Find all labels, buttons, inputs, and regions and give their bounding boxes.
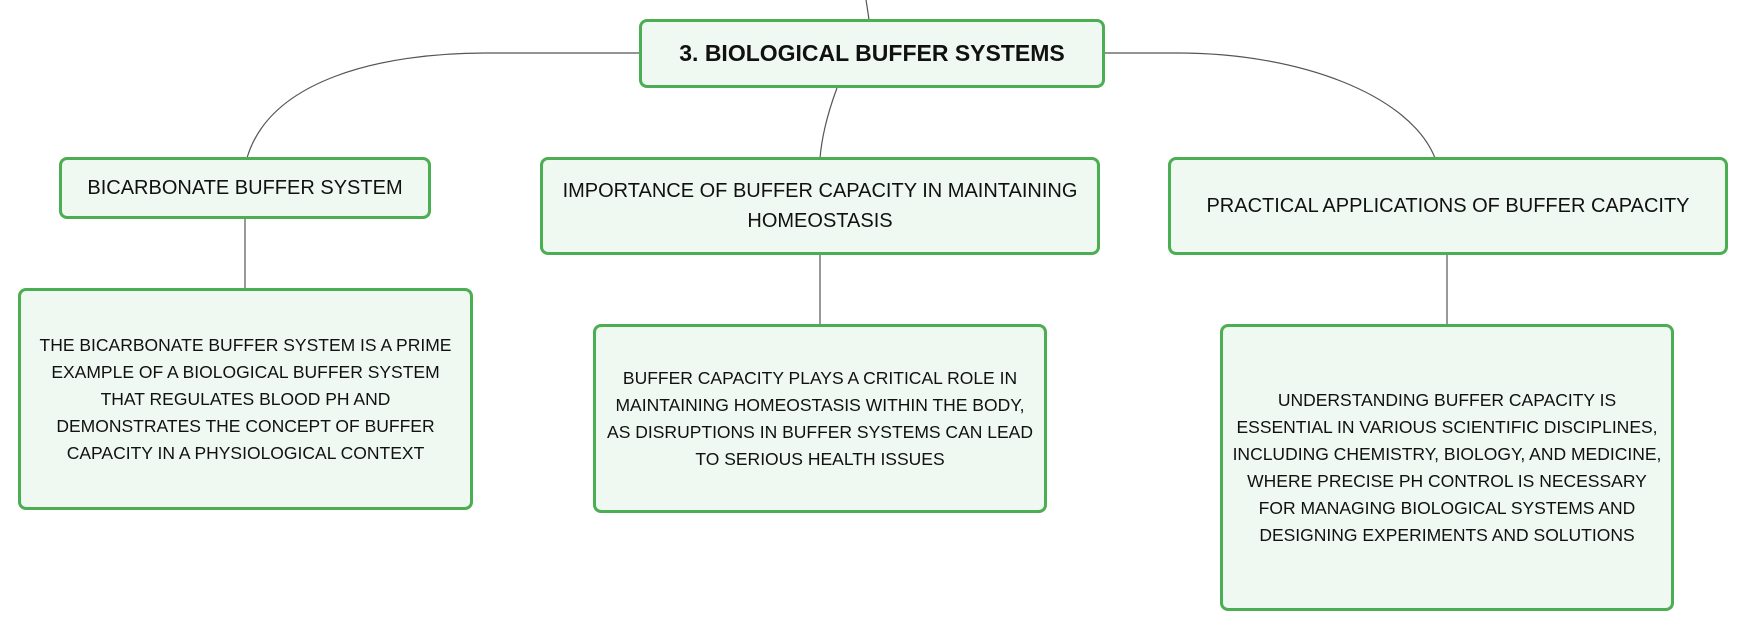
detail-node-bicarbonate[interactable]: THE BICARBONATE BUFFER SYSTEM IS A PRIME… (18, 288, 473, 510)
detail-text-importance: BUFFER CAPACITY PLAYS A CRITICAL ROLE IN… (607, 367, 1033, 469)
connector-root-to-importance (819, 87, 838, 159)
root-topic-node[interactable]: 3. BIOLOGICAL BUFFER SYSTEMS (639, 19, 1105, 88)
detail-node-applications[interactable]: UNDERSTANDING BUFFER CAPACITY IS ESSENTI… (1220, 324, 1674, 611)
detail-text-bicarbonate: THE BICARBONATE BUFFER SYSTEM IS A PRIME… (39, 334, 452, 463)
connector-root-to-applications (1104, 52, 1436, 159)
topic-label-applications: PRACTICAL APPLICATIONS OF BUFFER CAPACIT… (1206, 195, 1690, 217)
topic-node-bicarbonate[interactable]: BICARBONATE BUFFER SYSTEM (59, 157, 431, 219)
connector-parent-to-root (865, 0, 870, 21)
root-topic-label: 3. BIOLOGICAL BUFFER SYSTEMS (679, 40, 1065, 66)
topic-node-applications[interactable]: PRACTICAL APPLICATIONS OF BUFFER CAPACIT… (1168, 157, 1728, 255)
topic-node-importance[interactable]: IMPORTANCE OF BUFFER CAPACITY IN MAINTAI… (540, 157, 1100, 255)
topic-label-bicarbonate: BICARBONATE BUFFER SYSTEM (87, 177, 403, 199)
topic-label-importance: IMPORTANCE OF BUFFER CAPACITY IN MAINTAI… (562, 180, 1078, 232)
detail-node-importance[interactable]: BUFFER CAPACITY PLAYS A CRITICAL ROLE IN… (593, 324, 1047, 513)
detail-text-applications: UNDERSTANDING BUFFER CAPACITY IS ESSENTI… (1232, 389, 1662, 545)
connector-root-to-bicarbonate (246, 52, 640, 159)
